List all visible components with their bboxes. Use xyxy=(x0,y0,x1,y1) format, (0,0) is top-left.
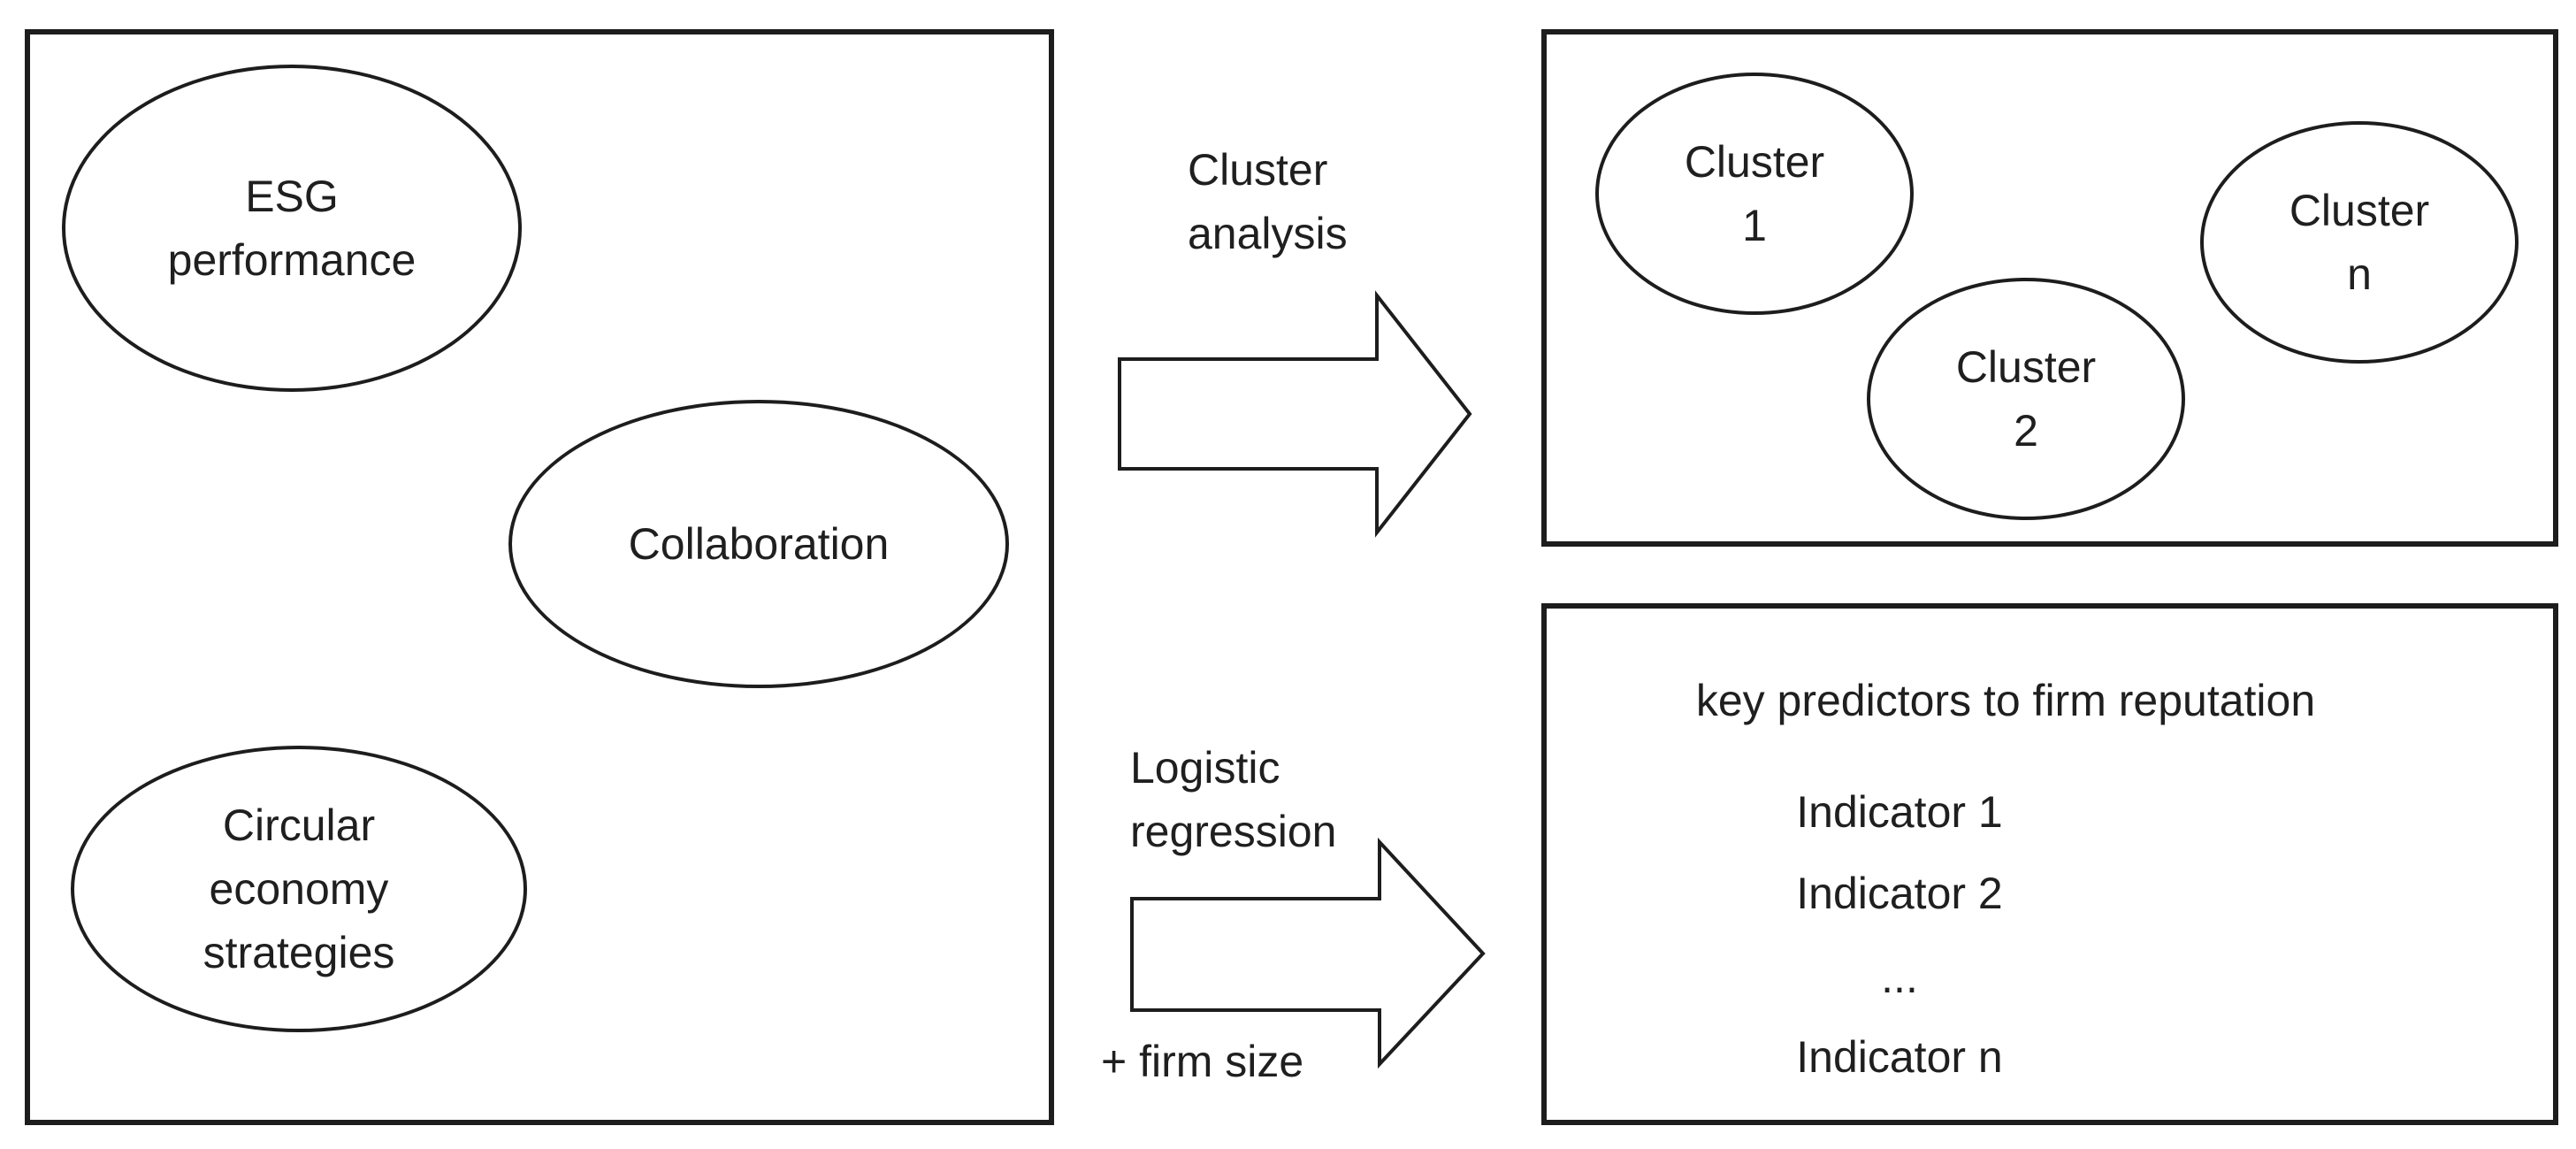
ellipse-esg-performance: ESG performance xyxy=(62,65,522,392)
predictor-item: Indicator n xyxy=(1796,1032,2003,1082)
predictors-title: key predictors to firm reputation xyxy=(1695,676,2316,725)
predictor-item: Indicator 2 xyxy=(1796,869,2003,918)
cluster-1-label: Cluster 1 xyxy=(1684,137,1825,250)
clusters-panel: Cluster 1 Cluster 2 Cluster n xyxy=(1541,29,2558,547)
esg-performance-label: ESG performance xyxy=(167,172,417,285)
predictor-ellipsis: ... xyxy=(1881,953,1918,1002)
logistic-regression-arrow-icon xyxy=(1130,837,1486,1069)
cluster-n-label: Cluster n xyxy=(2289,186,2430,299)
cluster-analysis-label: Cluster analysis xyxy=(1188,145,1348,258)
cluster-2-label: Cluster 2 xyxy=(1955,342,2097,456)
predictors-panel: key predictors to firm reputation Indica… xyxy=(1541,603,2558,1125)
ellipse-cluster-n: Cluster n xyxy=(2200,121,2519,364)
cluster-analysis-arrow-icon xyxy=(1118,290,1472,538)
ellipse-circular-economy: Circular economy strategies xyxy=(71,746,527,1032)
circular-economy-label: Circular economy strategies xyxy=(203,800,395,977)
ellipse-cluster-2: Cluster 2 xyxy=(1867,278,2185,520)
variables-panel: ESG performance Collaboration Circular e… xyxy=(25,29,1054,1125)
ellipse-collaboration: Collaboration xyxy=(508,400,1009,688)
predictor-item: Indicator 1 xyxy=(1796,787,2003,837)
ellipse-cluster-1: Cluster 1 xyxy=(1595,73,1914,315)
collaboration-label: Collaboration xyxy=(628,519,890,569)
logistic-regression-label: Logistic regression xyxy=(1130,743,1337,856)
firm-size-label: + firm size xyxy=(1101,1037,1304,1086)
